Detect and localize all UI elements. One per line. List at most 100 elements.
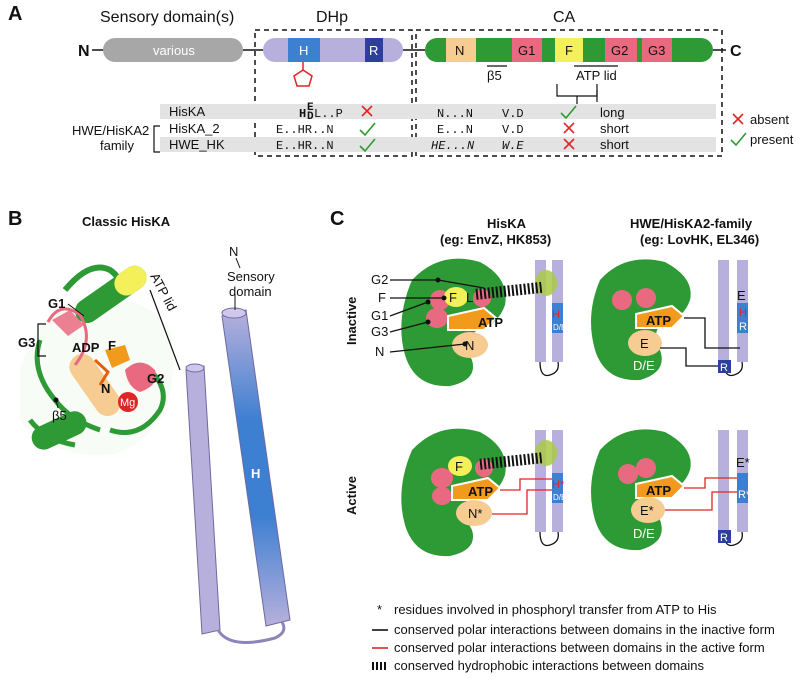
r-helix-inactive-hwe: R — [739, 321, 747, 333]
ca-g1-box — [512, 38, 542, 62]
label-f: F — [378, 290, 386, 305]
n-star-active-hiska: N* — [468, 506, 482, 521]
ca-n-label: N — [455, 43, 464, 58]
row-active-label: Active — [344, 476, 359, 515]
active-hiska-diagram — [401, 428, 563, 557]
g2-label: G2 — [147, 371, 164, 386]
row-hwe-hk-dhp-check-icon — [359, 138, 376, 153]
beta5-label: β5 — [487, 68, 502, 83]
e-star-helix-active-hwe: E* — [736, 455, 750, 470]
dhp-helix-long — [221, 307, 291, 627]
atp-lid-label-b: ATP lid — [147, 270, 179, 313]
ca-n-box — [446, 38, 476, 62]
dhp-helix-short — [185, 363, 221, 635]
ca-domain-cartoon — [20, 264, 174, 456]
panel-b-letter: B — [8, 208, 22, 230]
legend-present-label: present — [750, 132, 794, 147]
row-hwe-hk — [160, 137, 716, 152]
col1-title-2: (eg: EnvZ, HK853) — [440, 232, 551, 247]
row-hiska2-ca-motif2: V.D — [502, 123, 524, 137]
row-hiska-dhp-motif: H E D L..P — [299, 102, 343, 123]
panel-c: C HisKA (eg: EnvZ, HK853) HWE/HisKA2-fam… — [330, 208, 775, 673]
row-hiska2-lid: short — [600, 121, 629, 136]
f-helix-label: F — [108, 338, 116, 353]
atp-inactive-hwe: ATP — [646, 313, 671, 328]
dhp-r-label: R — [369, 43, 378, 58]
dhp-h-box — [288, 38, 320, 62]
beta5-label-b: β5 — [52, 408, 67, 423]
legend-present-icon — [730, 132, 747, 147]
panel-c-letter: C — [330, 208, 344, 230]
sensory-label-1: Sensory — [227, 269, 275, 284]
row-hwe-hk-name: HWE_HK — [169, 137, 225, 152]
r-star-helix-active-hwe: R* — [738, 489, 751, 501]
legend-asterisk-symbol: * — [377, 602, 382, 617]
mg-label: Mg — [120, 397, 135, 409]
f-active-hiska: F — [455, 459, 463, 474]
g1-label: G1 — [48, 296, 65, 311]
de-active-hiska: D/E — [553, 493, 566, 502]
h-inactive-hwe: H — [739, 307, 747, 319]
adp-label: ADP — [72, 340, 100, 355]
label-n: N — [375, 344, 384, 359]
mg-ion — [118, 392, 138, 412]
row-hiska2-dhp-check-icon — [359, 122, 376, 137]
de-active-hwe: D/E — [633, 526, 655, 541]
row-hiska-lid: long — [600, 105, 625, 120]
panel-b-title: Classic HisKA — [82, 214, 171, 229]
row-hiska-ca-motif1: N...N — [437, 107, 473, 121]
ca-g1-label: G1 — [518, 43, 535, 58]
label-g2: G2 — [371, 272, 388, 287]
e-star-active-hwe: E* — [640, 503, 654, 518]
panel-c-legend: * residues involved in phosphoryl transf… — [372, 602, 775, 673]
row-hwe-hk-lid: short — [600, 137, 629, 152]
legend-hatched-text: conserved hydrophobic interactions betwe… — [394, 658, 705, 673]
col2-title-1: HWE/HisKA2-family — [630, 216, 753, 231]
svg-text:H: H — [299, 107, 306, 121]
helix-n-term-label: N — [229, 244, 238, 259]
row-hiska — [160, 104, 716, 119]
ca-g3-label: G3 — [648, 43, 665, 58]
row-hwe-hk-ca-motif1: HE...N — [431, 139, 475, 153]
c-terminus-label: C — [730, 43, 742, 60]
atp-lid-label: ATP lid — [576, 68, 617, 83]
col1-title-1: HisKA — [487, 216, 527, 231]
g3-label: G3 — [18, 335, 35, 350]
family-label-line1: HWE/HisKA2 — [72, 123, 149, 138]
r-box-active-hwe: R — [720, 532, 728, 544]
label-g1: G1 — [371, 308, 388, 323]
sensory-domain-title: Sensory domain(s) — [100, 9, 234, 26]
row-hiska2-dhp-motif: E..HR..N — [276, 123, 334, 137]
sensory-domain-bar — [103, 38, 243, 62]
ca-title: CA — [553, 9, 576, 26]
dhp-h-label: H — [299, 43, 308, 58]
legend-absent-label: absent — [750, 112, 789, 127]
n-helix-label: N — [101, 381, 110, 396]
e-helix-inactive-hwe: E — [737, 288, 746, 303]
inactive-hiska-diagram — [401, 258, 563, 387]
ca-g3-box — [642, 38, 672, 62]
row-hiska2-ca-cross-icon — [563, 122, 575, 134]
h-inactive-hiska: H — [552, 309, 560, 321]
sensory-label-2: domain — [229, 284, 272, 299]
active-hwe-diagram — [591, 429, 748, 551]
r-box-inactive-hwe: R — [720, 362, 728, 374]
label-g3: G3 — [371, 324, 388, 339]
ca-g2-label: G2 — [611, 43, 628, 58]
panel-a-letter: A — [8, 3, 22, 25]
panel-a: A Sensory domain(s) DHp CA N various H R… — [8, 3, 794, 157]
row-hiska-ca-motif2: V.D — [502, 107, 524, 121]
de-inactive-hwe: D/E — [633, 358, 655, 373]
h-star-active-hiska: H* — [552, 479, 565, 491]
helix-h-label: H — [251, 466, 260, 481]
legend-asterisk-text: residues involved in phosphoryl transfer… — [394, 602, 717, 617]
ca-f-label: F — [565, 43, 573, 58]
f-inactive-hiska: F — [449, 290, 457, 305]
dhp-title: DHp — [316, 9, 348, 26]
ca-g2-box — [605, 38, 637, 62]
de-inactive-hiska: D/E — [553, 323, 566, 332]
atp-inactive-hiska: ATP — [478, 315, 503, 330]
dhp-dashed-box — [254, 29, 413, 157]
row-hiska-ca-check-icon — [560, 105, 577, 120]
